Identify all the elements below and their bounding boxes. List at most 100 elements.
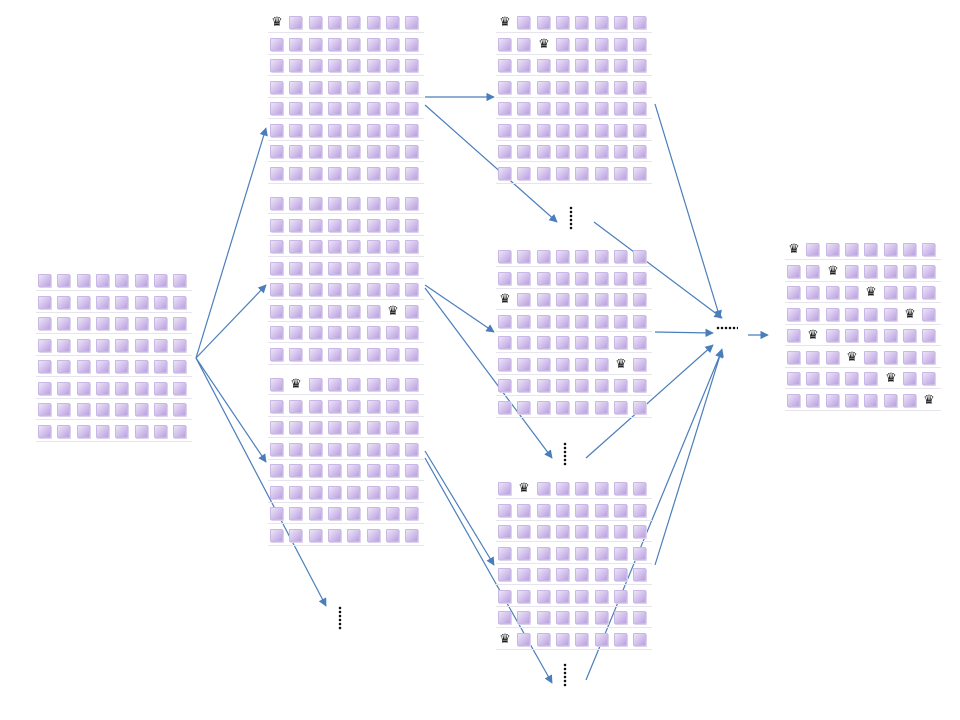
board-row-divider — [496, 182, 653, 184]
board-row-divider — [268, 32, 425, 33]
board-cell — [347, 102, 360, 115]
board-cell — [633, 379, 646, 392]
board-cell — [556, 38, 569, 51]
arrow-step2-a-to-dots — [654, 103, 722, 319]
board-cell — [595, 482, 608, 495]
board-cell — [498, 590, 511, 603]
board-row-divider — [36, 376, 193, 377]
board-cell — [633, 504, 646, 517]
board-cell — [537, 315, 550, 328]
board-cell — [556, 16, 569, 29]
board-cell — [575, 379, 588, 392]
board-cell — [922, 243, 935, 256]
board-cell — [537, 633, 550, 646]
board-cell — [575, 167, 588, 180]
board-cell — [633, 336, 646, 349]
board-cell — [633, 81, 646, 94]
board-cell — [367, 400, 380, 413]
board-cell — [347, 348, 360, 361]
board-row-divider — [496, 161, 653, 162]
board-cell — [96, 425, 109, 438]
board-cell — [595, 145, 608, 158]
board-cell — [556, 568, 569, 581]
arrow-step2-c-to-dots — [654, 348, 724, 566]
ellipsis-step2-b-more — [562, 442, 568, 466]
board-cell — [537, 59, 550, 72]
board-cell — [614, 315, 627, 328]
board-cell — [38, 360, 51, 373]
board-cell — [575, 315, 588, 328]
board-cell — [328, 262, 341, 275]
board-cell — [309, 145, 322, 158]
board-cell — [386, 400, 399, 413]
board-cell — [96, 382, 109, 395]
board-cell — [270, 443, 283, 456]
board-cell — [498, 102, 511, 115]
board-cell — [367, 326, 380, 339]
board-row-divider — [496, 118, 653, 119]
board-row-divider — [268, 182, 425, 184]
board-cell — [289, 262, 302, 275]
board-cell — [57, 296, 70, 309]
arrow-step1-a-to-step2-more — [424, 104, 558, 223]
board-cell — [633, 482, 646, 495]
board-cell — [864, 351, 877, 364]
queen-icon: ♛ — [807, 328, 819, 343]
board-cell — [595, 250, 608, 263]
board-cell — [270, 378, 283, 391]
board-cell — [77, 317, 90, 330]
board-cell — [498, 547, 511, 560]
board-cell — [367, 443, 380, 456]
board-cell — [309, 102, 322, 115]
board-cell — [556, 250, 569, 263]
board-cell — [347, 529, 360, 542]
board-row-divider — [785, 302, 942, 303]
board-cell — [614, 525, 627, 538]
board-row-divider — [36, 419, 193, 420]
board-row-divider — [268, 161, 425, 162]
board-row-divider — [268, 523, 425, 524]
board-cell — [405, 38, 418, 51]
board-cell — [270, 145, 283, 158]
board-cell — [633, 525, 646, 538]
board-cell — [826, 286, 839, 299]
ellipsis-merge — [716, 325, 738, 331]
board-cell — [405, 197, 418, 210]
board-cell — [787, 265, 800, 278]
board-cell — [517, 525, 530, 538]
board-cell — [328, 167, 341, 180]
board-cell — [806, 308, 819, 321]
queen-icon: ♛ — [846, 350, 858, 365]
board-cell — [614, 590, 627, 603]
arrow-start-to-step1-c — [195, 357, 267, 463]
board-cell — [575, 81, 588, 94]
board-cell — [367, 16, 380, 29]
board-cell — [309, 378, 322, 391]
board-row-divider — [496, 519, 653, 521]
board-cell — [633, 16, 646, 29]
board-cell — [347, 81, 360, 94]
board-cell — [154, 425, 167, 438]
board-cell — [903, 329, 916, 342]
board-cell — [884, 243, 897, 256]
board-cell — [328, 443, 341, 456]
board-cell — [575, 38, 588, 51]
board-cell — [614, 379, 627, 392]
board-cell — [38, 403, 51, 416]
board-cell — [517, 568, 530, 581]
board-cell — [845, 265, 858, 278]
board-cell — [826, 329, 839, 342]
board-cell — [864, 394, 877, 407]
board-cell — [367, 507, 380, 520]
board-cell — [386, 283, 399, 296]
board-cell — [633, 145, 646, 158]
board-cell — [38, 274, 51, 287]
board-cell — [96, 403, 109, 416]
board-cell — [289, 145, 302, 158]
board-cell — [575, 401, 588, 414]
board-cell — [309, 240, 322, 253]
board-cell — [38, 382, 51, 395]
board-cell — [806, 394, 819, 407]
board-row-divider — [496, 416, 653, 418]
board-cell — [270, 283, 283, 296]
